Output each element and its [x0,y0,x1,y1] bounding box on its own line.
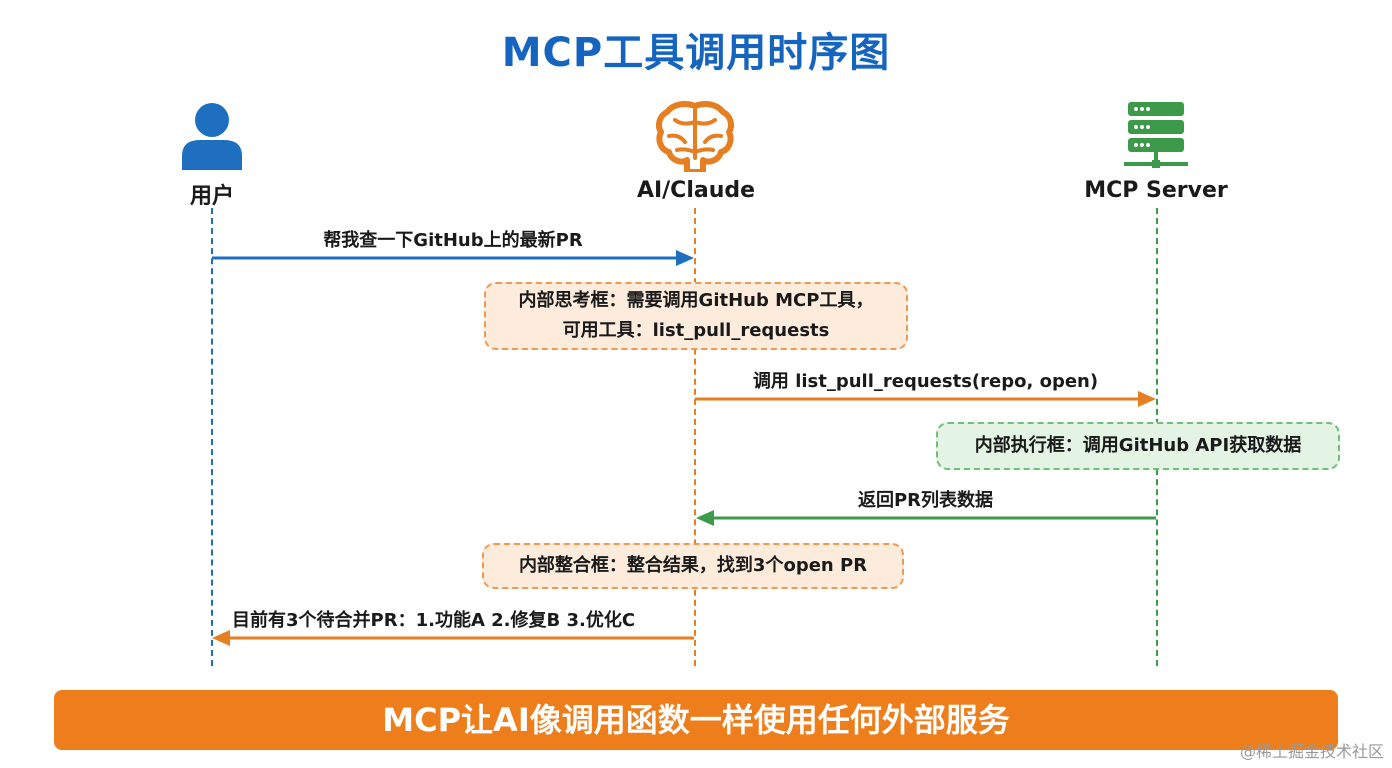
message-label-call-tool: 调用 list_pull_requests(repo, open) [752,371,1099,392]
summary-banner: MCP让AI像调用函数一样使用任何外部服务 [54,690,1338,750]
actor-label-ai: AI/Claude [636,178,756,203]
arrow-ai-to-user [212,630,694,646]
watermark: @稀土掘金技术社区 [1239,742,1384,761]
actor-label-user: 用户 [189,184,234,209]
user-icon [182,103,242,170]
lifeline-user [211,208,213,666]
message-label-return-data: 返回PR列表数据 [857,490,994,511]
note-thinking: 内部思考框：需要调用GitHub MCP工具， 可用工具：list_pull_r… [484,282,908,350]
arrow-ai-to-server [695,391,1156,407]
arrow-user-to-ai [212,250,694,266]
lifeline-ai [694,208,696,666]
note-execution: 内部执行框：调用GitHub API获取数据 [936,422,1340,470]
brain-icon [656,101,734,172]
message-label-reply: 目前有3个待合并PR：1.功能A 2.修复B 3.优化C [232,610,636,631]
note-integration-text: 内部整合框：整合结果，找到3个open PR [518,555,868,576]
arrow-server-to-ai [696,510,1156,526]
diagram-title: MCP工具调用时序图 [501,30,891,76]
message-label-request: 帮我查一下GitHub上的最新PR [323,230,583,251]
note-thinking-line1: 内部思考框：需要调用GitHub MCP工具， [518,290,874,311]
server-icon [1124,102,1188,168]
actor-label-server: MCP Server [1084,178,1228,203]
note-execution-text: 内部执行框：调用GitHub API获取数据 [974,435,1302,456]
note-integration: 内部整合框：整合结果，找到3个open PR [482,543,904,589]
note-thinking-line2: 可用工具：list_pull_requests [562,320,830,341]
